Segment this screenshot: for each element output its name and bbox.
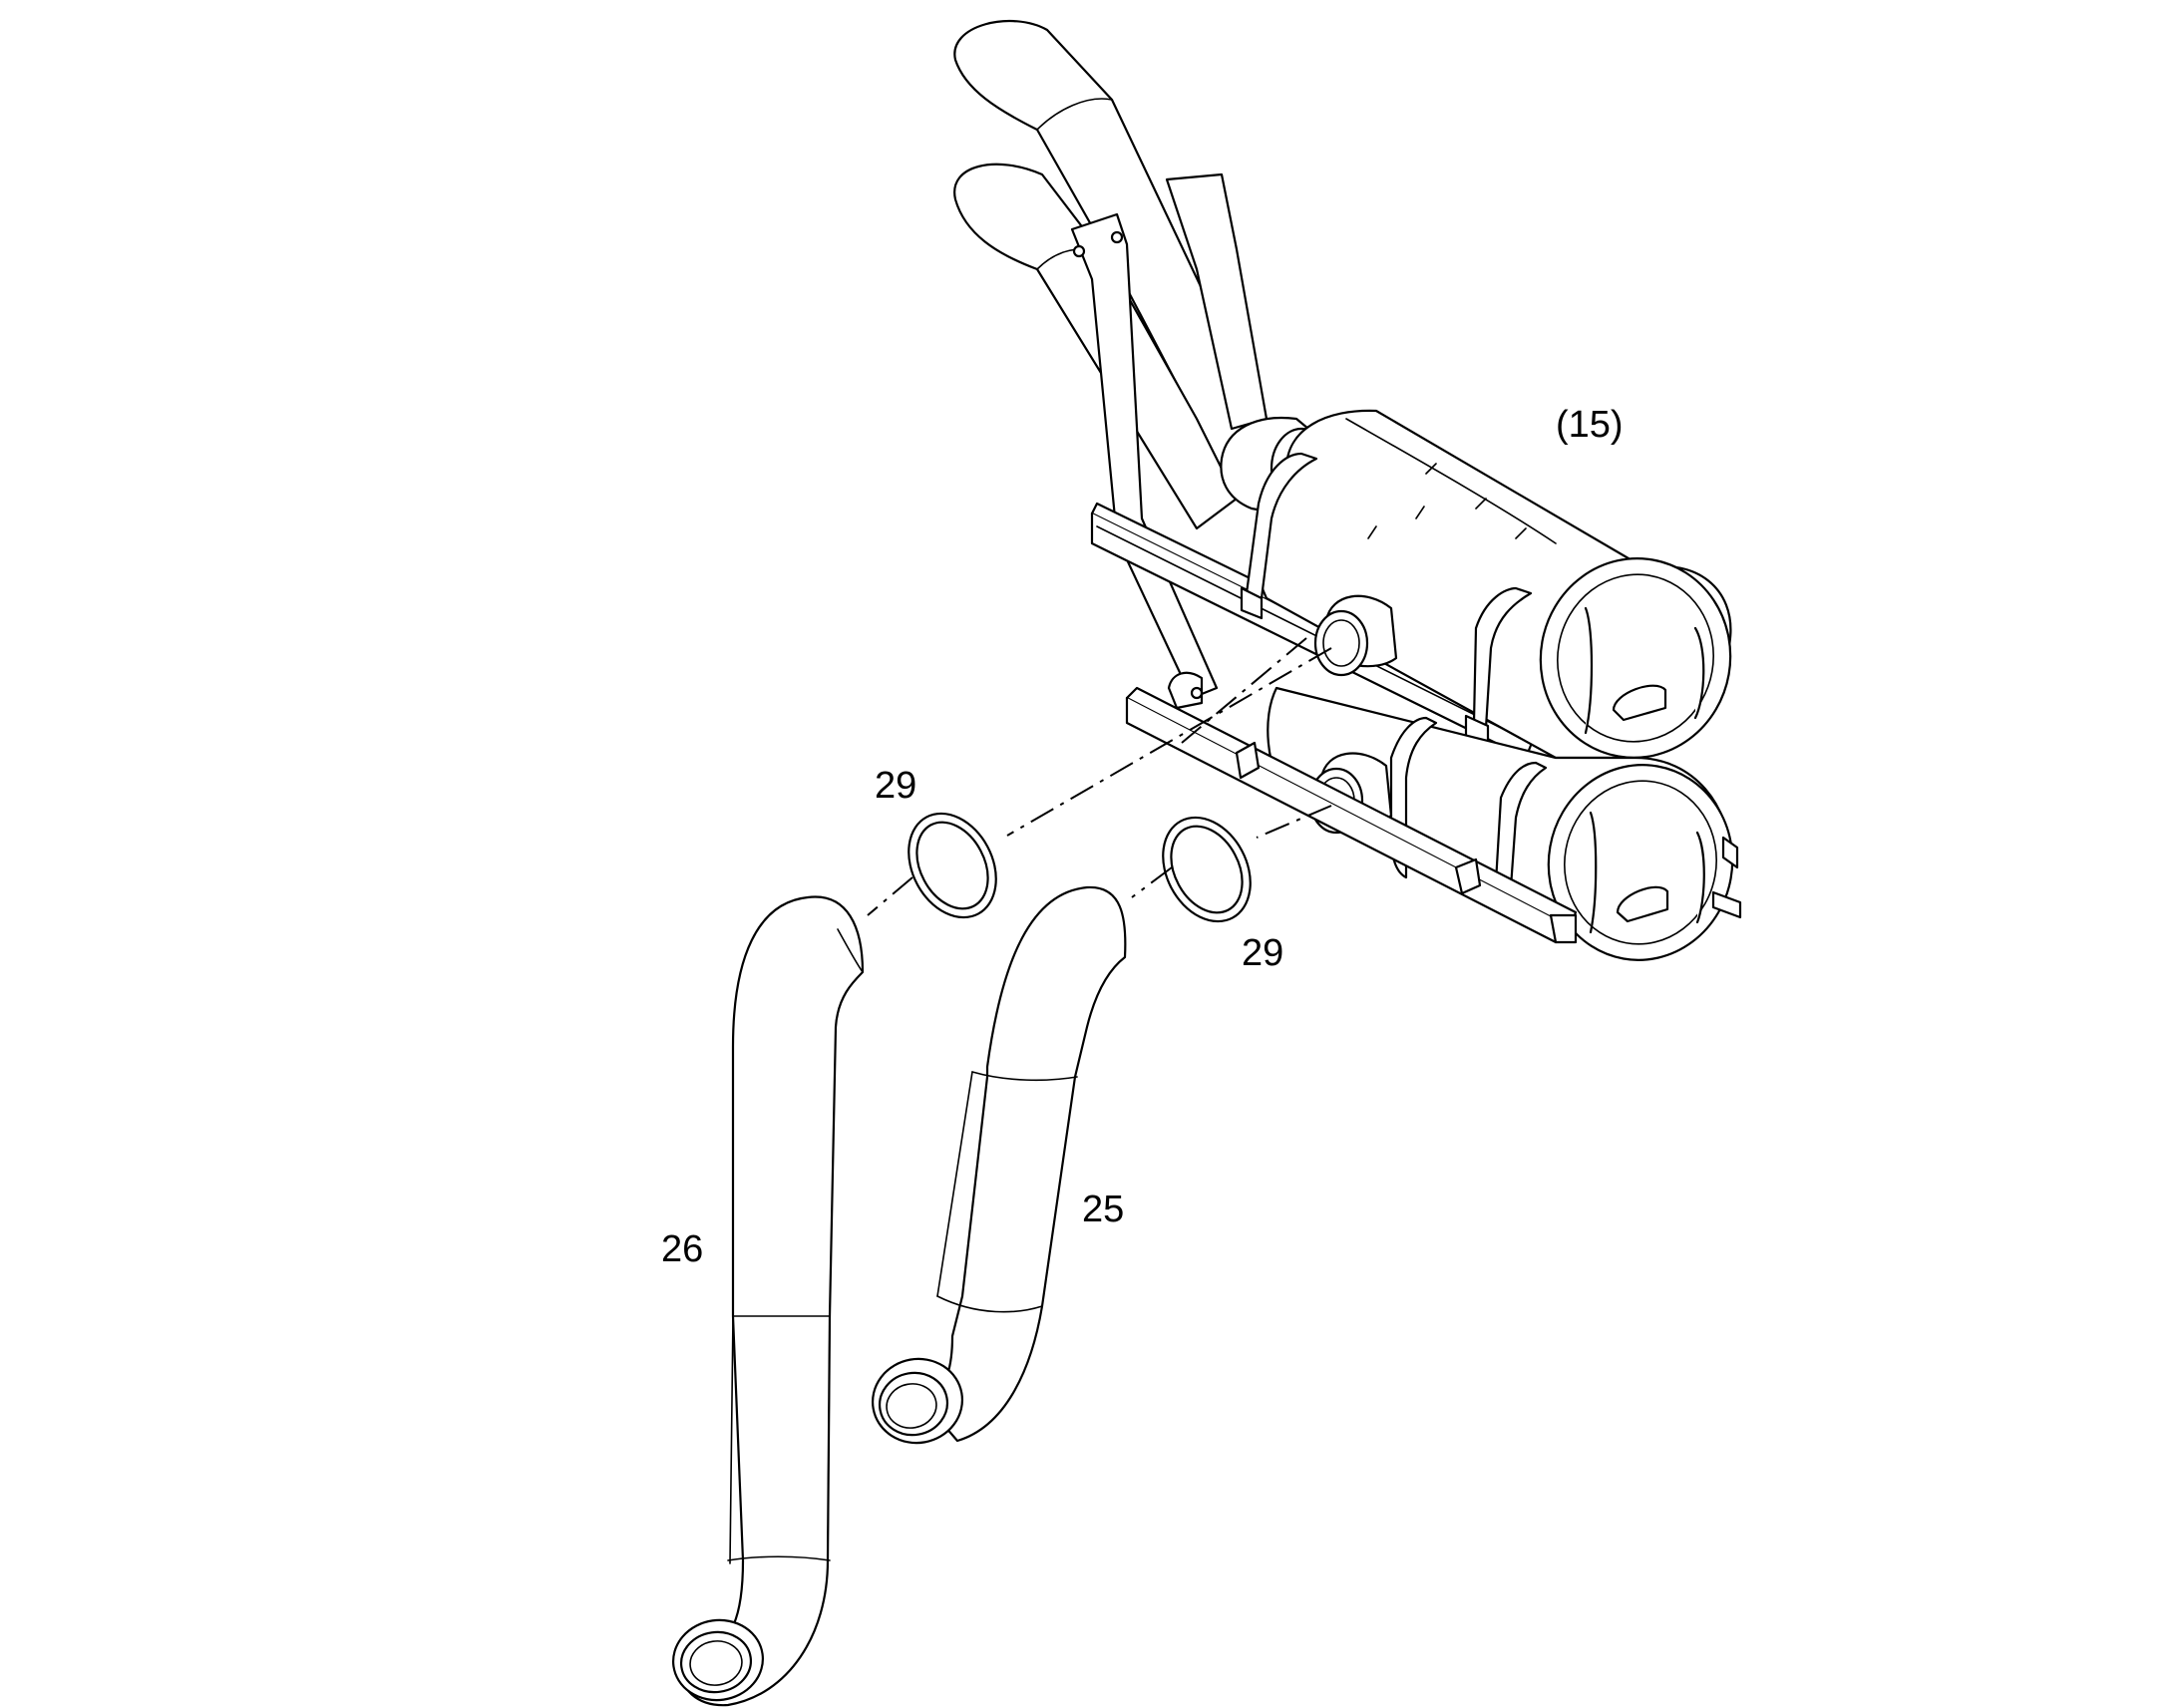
callout-pipe-25: 25	[1082, 1189, 1124, 1230]
seal-ring-lower	[1162, 816, 1252, 923]
callout-seal-lower-29: 29	[1242, 932, 1283, 974]
callout-assembly-15: (15)	[1556, 404, 1624, 446]
centerline-upper-pipe	[867, 876, 913, 916]
centerline-crossing	[1181, 637, 1307, 744]
callout-seal-upper-29: 29	[875, 765, 916, 807]
exhaust-assembly	[953, 20, 1742, 961]
centerline-upper	[1006, 647, 1332, 837]
exhaust-pipe-right	[871, 885, 1127, 1445]
mounting-rail-lower	[1125, 671, 1578, 944]
muffler-upper	[1256, 409, 1732, 760]
exhaust-pipe-left	[671, 895, 865, 1707]
centerline-lower	[1256, 805, 1332, 839]
muffler-strap-upper	[1240, 452, 1533, 748]
inlet-port-upper	[1313, 594, 1398, 677]
seal-ring-upper	[908, 812, 997, 919]
callout-pipe-26: 26	[661, 1228, 703, 1270]
